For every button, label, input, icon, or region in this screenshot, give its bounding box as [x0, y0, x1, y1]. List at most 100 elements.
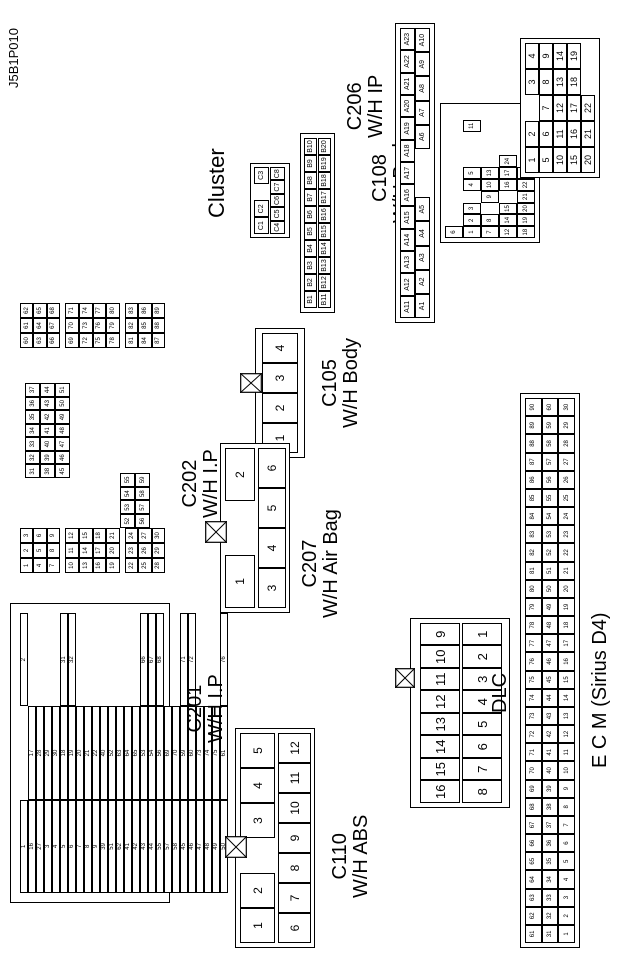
- pin-cell: 62: [525, 906, 542, 925]
- pin-cell: 70: [172, 706, 180, 800]
- pin-cell: [525, 95, 539, 121]
- pin-cell: B20: [318, 138, 331, 155]
- pin-cell: [36, 613, 44, 706]
- pin-cell: 78: [525, 616, 542, 635]
- pin-cell: [481, 132, 499, 144]
- pin-cell: 4: [463, 178, 481, 191]
- pin-cell: 2: [525, 121, 539, 147]
- pin-cell: A10: [415, 28, 430, 53]
- pin-cell: 88: [151, 318, 165, 333]
- pin-cell: [108, 613, 116, 706]
- pin-cell: 16: [92, 558, 107, 573]
- pin-cell: 20: [558, 579, 575, 598]
- pin-cell: 29: [558, 416, 575, 435]
- pin-cell: [499, 143, 517, 155]
- pin-cell: 18: [558, 616, 575, 635]
- c105-label-line: C105: [319, 359, 341, 407]
- pin-cell: 53: [140, 706, 148, 800]
- pin-cell: [92, 613, 100, 706]
- pin-cell: 20: [106, 543, 120, 558]
- figure-code: J5B1P010: [6, 28, 21, 88]
- pin-cell: 61: [20, 318, 34, 333]
- pin-cell: 52: [541, 543, 559, 562]
- pin-cell: 25: [138, 558, 152, 573]
- c201-label-line: W/H I.P: [205, 674, 227, 743]
- pin-cell: [445, 203, 463, 215]
- pin-cell: [445, 108, 463, 120]
- pin-cell: 18: [517, 226, 535, 238]
- pin-cell: 65: [33, 303, 47, 318]
- pin-cell: 90: [525, 398, 542, 417]
- pin-cell: 50: [541, 579, 559, 598]
- pin-cell: 21: [558, 561, 575, 580]
- pin-cell: 5: [558, 852, 575, 871]
- pin-cell: 44: [148, 799, 156, 893]
- pin-cell: 67: [148, 613, 156, 707]
- pin-cell: 66: [140, 613, 148, 707]
- pin-cell: 2: [20, 613, 28, 707]
- pin-cell: 11: [420, 668, 460, 691]
- pin-cell: 6: [68, 799, 76, 893]
- pin-cell: 30: [151, 528, 165, 543]
- pin-cell: 86: [525, 470, 542, 489]
- pin-cell: 6: [539, 121, 553, 147]
- pin-cell: 36: [25, 396, 40, 411]
- pin-cell: [445, 214, 463, 226]
- pin-cell: 58: [172, 799, 180, 893]
- pin-cell: 29: [151, 543, 165, 558]
- pin-cell: 9: [278, 823, 311, 853]
- pin-cell: A18: [400, 139, 415, 162]
- pin-cell: A7: [415, 100, 430, 125]
- dlc-label-line: DLC: [489, 672, 511, 713]
- pin-cell: 69: [525, 779, 542, 798]
- pin-cell: 28: [151, 558, 165, 573]
- pin-cell: B14: [318, 240, 331, 257]
- pin-cell: 5: [60, 799, 68, 893]
- pin-cell: B7: [304, 189, 317, 206]
- pin-cell: 12: [65, 528, 79, 543]
- pin-cell: 7: [481, 226, 499, 238]
- pin-cell: 56: [135, 514, 150, 528]
- pin-cell: 21: [106, 528, 120, 543]
- pin-cell: 37: [541, 815, 559, 835]
- pin-cell: 14: [420, 735, 460, 758]
- pin-cell: 30: [558, 398, 575, 417]
- pin-cell: 84: [138, 333, 152, 348]
- pin-cell: A5: [415, 197, 430, 222]
- pin-cell: 20: [581, 147, 595, 173]
- pin-cell: 59: [135, 473, 150, 487]
- pin-cell: 15: [78, 528, 93, 543]
- pin-cell: B12: [318, 274, 331, 291]
- pin-cell: 5: [258, 488, 286, 528]
- pin-cell: [52, 613, 60, 706]
- pin-cell: 68: [156, 613, 164, 707]
- pin-cell: 3: [258, 568, 286, 608]
- pin-cell: 47: [55, 437, 70, 451]
- pin-cell: 36: [541, 834, 559, 853]
- pin-cell: 79: [106, 318, 120, 333]
- pin-cell: 11: [65, 543, 79, 558]
- pin-cell: [481, 203, 499, 215]
- pin-cell: 8: [84, 799, 92, 893]
- pin-cell: 2: [20, 543, 34, 558]
- pin-cell: 9: [46, 528, 60, 543]
- pin-cell: 40: [40, 437, 55, 451]
- pin-cell: 49: [541, 597, 559, 617]
- pin-cell: [499, 108, 517, 120]
- pin-cell: B11: [318, 291, 331, 308]
- pin-cell: 5: [463, 167, 481, 179]
- pin-cell: 81: [125, 333, 139, 348]
- pin-cell: 60: [20, 333, 34, 348]
- pin-cell: [415, 173, 430, 197]
- pin-cell: 6: [462, 735, 502, 758]
